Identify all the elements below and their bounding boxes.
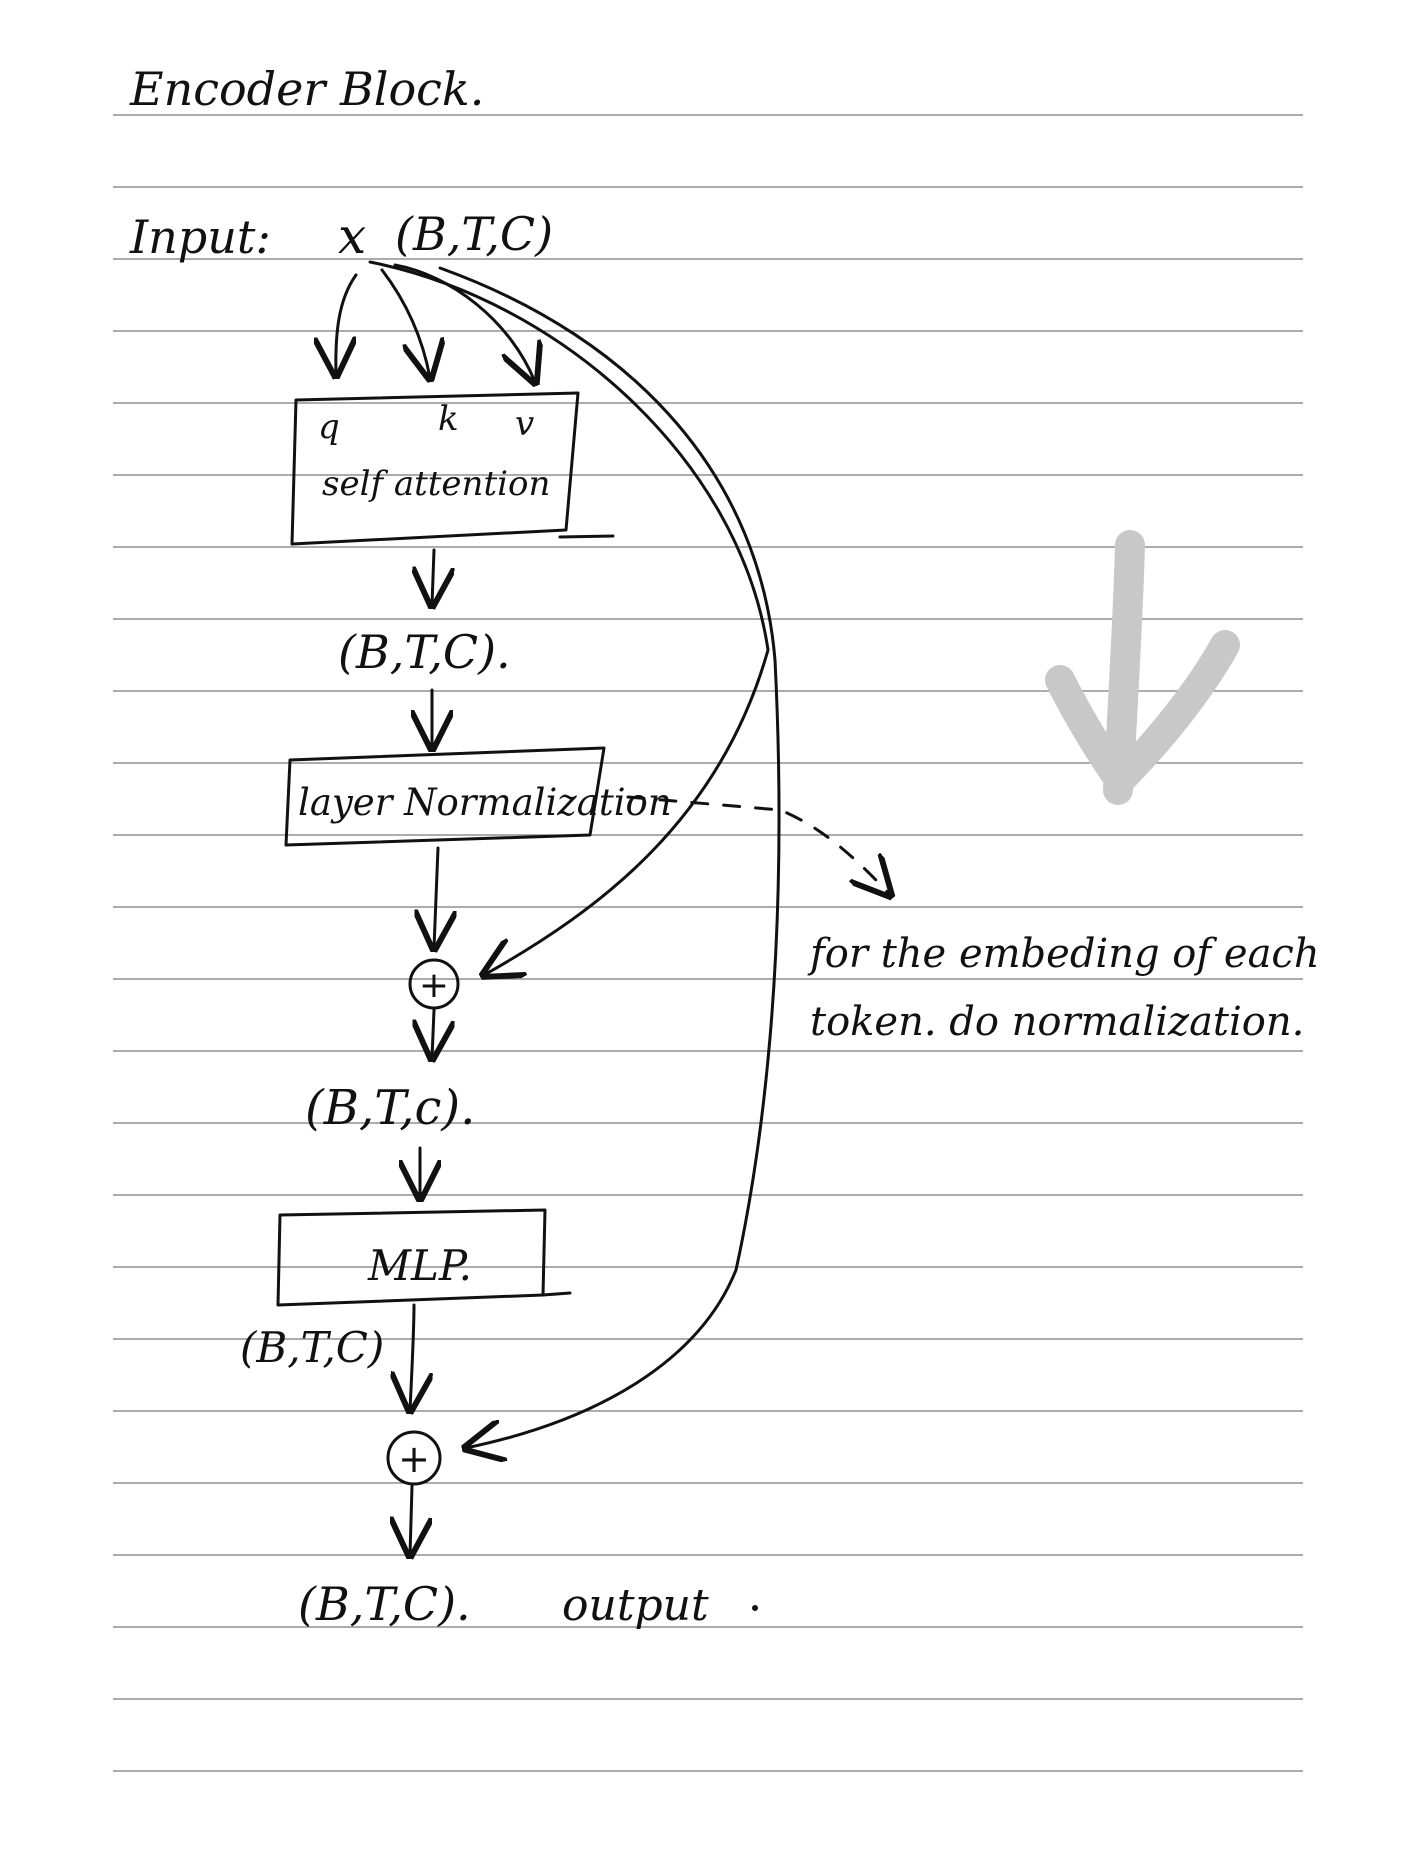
arrow-plus-to-output [410, 1484, 412, 1555]
arrow-x-to-k [380, 268, 430, 378]
plus-sign-2: + [398, 1437, 430, 1481]
arrow-x-to-v [393, 263, 535, 382]
box-underline-stroke [558, 534, 615, 539]
residual-skip-arrow-1 [368, 260, 770, 975]
input-variable: x [338, 207, 366, 265]
mlp-label: MLP. [367, 1241, 472, 1290]
residual-skip-arrow-2 [438, 266, 781, 1448]
mlp-block: MLP. [276, 1208, 572, 1307]
big-down-arrow-icon [1045, 530, 1240, 805]
residual-add-2: + [386, 1430, 442, 1486]
shape-after-add: (B,T,c). [305, 1080, 475, 1136]
note-line-1: for the embeding of each [807, 931, 1320, 977]
plus-circle-2 [386, 1430, 442, 1486]
self-attention-box [290, 391, 580, 546]
self-attention-label: self attention [322, 464, 550, 504]
output-shape: (B,T,C). [298, 1577, 471, 1631]
shape-after-mlp: (B,T,C) [240, 1323, 384, 1372]
plus-circle-1 [408, 958, 460, 1010]
residual-add-1: + [408, 958, 460, 1010]
self-attention-block: q k v self attention [290, 391, 615, 546]
output-label: output [562, 1580, 709, 1631]
arrow-layernorm-to-plus [434, 846, 438, 948]
note-line-2: token. do normalization. [810, 999, 1304, 1045]
k-input-label: k [438, 399, 459, 439]
layer-norm-box [284, 746, 606, 847]
dashed-annotation-arrow [626, 795, 890, 895]
v-input-label: v [515, 404, 534, 444]
ruled-lines [113, 114, 1303, 1772]
input-shape: (B,T,C) [395, 207, 553, 261]
arrow-x-to-q [336, 273, 358, 375]
arrow-attention-to-shape [432, 548, 434, 605]
arrow-mlp-to-plus [410, 1303, 414, 1410]
layer-norm-label: layer Normalization [298, 781, 672, 824]
page-title: Encoder Block. [129, 62, 484, 116]
layer-norm-block: layer Normalization [284, 746, 672, 847]
q-input-label: q [318, 407, 340, 447]
arrow-plus-to-shape [432, 1008, 434, 1058]
input-label: Input: [129, 210, 271, 264]
output-dot [752, 1605, 758, 1611]
shape-after-attention: (B,T,C). [338, 625, 511, 679]
mlp-box-tail-stroke [541, 1291, 572, 1297]
plus-sign-1: + [419, 965, 449, 1006]
